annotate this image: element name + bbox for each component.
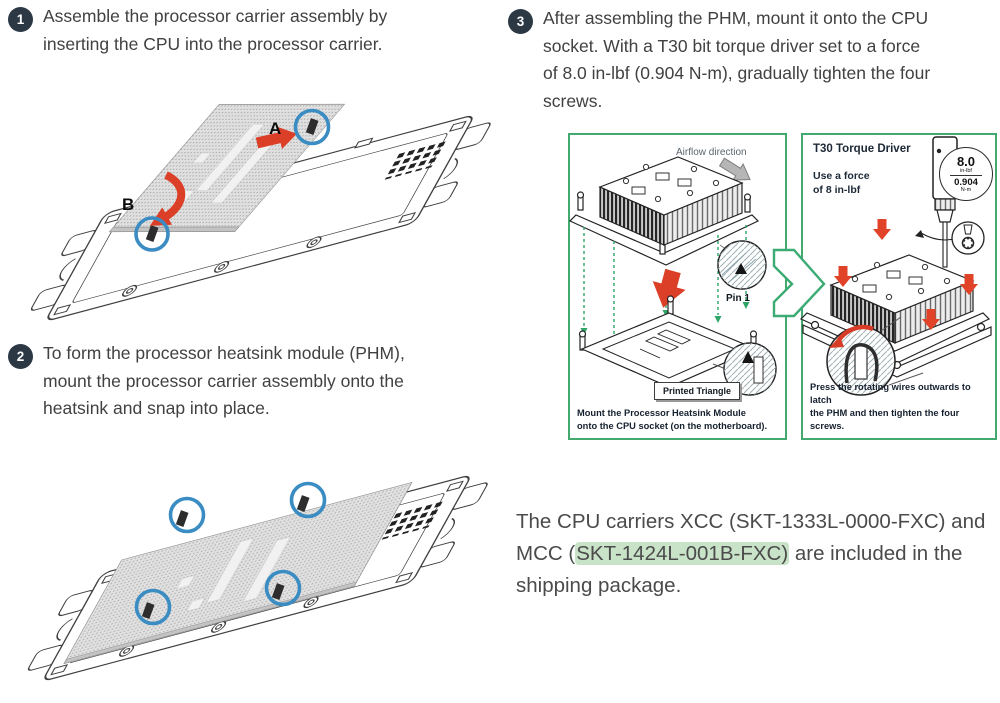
step-2: 2 To form the processor heatsink module … [8,340,460,423]
torque-panel-title: T30 Torque Driver [813,143,911,155]
pin1-label: Pin 1 [726,293,750,304]
callout-circle-a [293,108,331,146]
torx-bit-inset [951,221,985,255]
shipping-note: The CPU carriers XCC (SKT-1333L-0000-FXC… [516,506,994,602]
arrow-b-icon [149,171,186,226]
cpu-die [63,481,413,665]
snap-callout-circles [134,481,327,626]
step-3: 3 After assembling the PHM, mount it ont… [508,5,998,115]
airflow-arrow-icon [718,157,751,181]
phm-heatsink [568,156,760,266]
step-3-badge: 3 [508,9,533,34]
step-1-text: Assemble the processor carrier assembly … [43,6,388,54]
pin1-inset [717,240,767,290]
next-step-arrow-icon [772,248,826,318]
torque-value-nm: 0.904 [954,176,978,188]
latch-a [305,118,319,135]
diagram-cpu-insertion: A B [30,103,491,321]
shipping-note-pre: The CPU carriers XCC (SKT-1333L-0000-FXC… [516,510,986,565]
torque-dial-badge: 8.0 in-lbf 0.904 N-m [939,147,993,201]
shipping-note-post: are included in the shipping package. [516,542,963,597]
latch-b [145,225,159,242]
step-2-text: To form the processor heatsink module (P… [43,343,405,418]
label-b: B [122,195,134,214]
printed-triangle-label: Printed Triangle [654,382,740,400]
torque-unit-inlbf: in-lbf [960,167,972,174]
badge-divider [950,175,982,176]
mount-panel: Airflow direction Pin 1 Printed Triangle… [568,133,787,440]
step-1: 1 Assemble the processor carrier assembl… [8,3,460,58]
mount-caption: Mount the Processor Heatsink Module onto… [577,408,768,431]
part-number-highlight: SKT-1424L-001B-FXC) [575,542,790,565]
torque-unit-nm: N-m [960,186,972,193]
torque-caption: Press the rotating wires outwards to lat… [810,382,971,431]
snap-latches [141,495,310,619]
wire-latch-inset [826,316,924,396]
diagram-phm-snap [27,475,488,681]
torque-panel: T30 Torque Driver Use a force of 8 in-lb… [799,133,997,440]
step-2-badge: 2 [8,344,33,369]
press-arrow-icon [652,268,686,308]
airflow-label: Airflow direction [676,147,747,158]
torque-value-inlbf: 8.0 [956,153,976,169]
force-note: Use a force of 8 in-lbf [813,170,870,196]
step-3-text: After assembling the PHM, mount it onto … [543,8,931,111]
step-1-badge: 1 [8,7,33,32]
arrow-a-icon [255,126,297,150]
tighten-arrows [834,219,978,330]
processor-carrier [30,115,491,321]
callout-circle-b [134,216,170,252]
label-a: A [269,119,281,138]
